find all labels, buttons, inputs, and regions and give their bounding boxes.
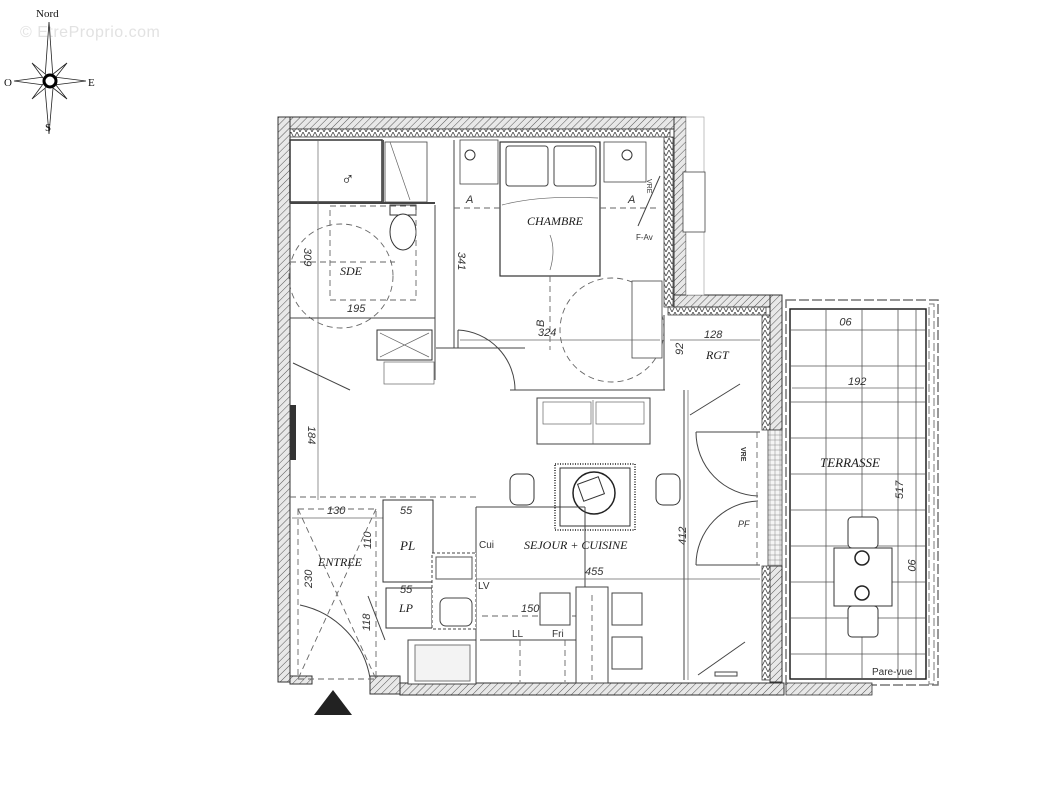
entrance-arrow-icon xyxy=(314,690,352,715)
room-label-sde: SDE xyxy=(340,264,363,278)
dim-sde-width: 195 xyxy=(347,303,366,315)
dim-entree-height: 230 xyxy=(303,569,315,589)
dim-pl-width: 55 xyxy=(400,505,413,517)
dim-chambre-height: 341 xyxy=(455,252,467,270)
dim-terrasse-height: 517 xyxy=(894,480,906,499)
dim-terrasse-top: 90 xyxy=(839,315,852,327)
compass-south-label: S xyxy=(45,122,51,134)
annotation-vre-sejour: VRE xyxy=(739,447,746,462)
annotation-cui: Cui xyxy=(479,540,494,551)
room-label-chambre: CHAMBRE xyxy=(527,214,584,228)
compass-west-label: O xyxy=(4,77,12,89)
room-label-lp: LP xyxy=(398,601,414,615)
compass-rose: Nord O E S xyxy=(4,8,95,135)
annotation-pf: PF xyxy=(738,519,750,529)
room-rgt: RGT 128 92 xyxy=(663,315,760,680)
annotation-ll: LL xyxy=(512,629,524,640)
room-entree: ENTREE PL LP 130 230 55 110 55 118 xyxy=(290,496,477,685)
shower-icon: ♂ xyxy=(341,169,355,189)
dim-entree-width: 130 xyxy=(327,505,346,517)
dim-sde-height: 309 xyxy=(301,248,313,266)
bed-icon xyxy=(499,141,601,277)
exterior-walls xyxy=(277,116,785,696)
dim-chambre-width: 324 xyxy=(538,327,556,339)
dim-terrasse-side: 90 xyxy=(905,559,917,572)
dim-lp-height: 118 xyxy=(361,613,373,631)
room-label-pl: PL xyxy=(399,538,415,553)
compass-east-label: E xyxy=(88,77,95,89)
room-sde: ♂ SDE 195 309 xyxy=(288,139,436,500)
dim-terrasse-width: 192 xyxy=(848,376,866,388)
terrace-table-icon xyxy=(833,516,893,638)
compass-north-label: Nord xyxy=(36,8,59,20)
annotation-f-av: F-Av xyxy=(636,233,653,242)
room-label-terrasse: TERRASSE xyxy=(820,455,880,470)
room-label-rgt: RGT xyxy=(705,348,730,362)
dim-lp-width: 55 xyxy=(400,584,413,596)
toilet-icon xyxy=(389,204,417,251)
dining-table-icon xyxy=(539,586,643,684)
room-sejour-cuisine: SEJOUR + CUISINE 455 412 150 Cui LV LL F… xyxy=(448,390,760,684)
dim-pl-height: 110 xyxy=(362,531,374,549)
hall: 184 xyxy=(290,405,317,460)
annotation-a-left: A xyxy=(465,194,473,206)
annotation-b: B xyxy=(535,320,547,327)
room-label-sejour: SEJOUR + CUISINE xyxy=(524,538,628,552)
terrace: TERRASSE 192 90 517 90 Pare-vue xyxy=(785,299,939,696)
annotation-fri: Fri xyxy=(552,629,564,640)
dim-rgt-height: 92 xyxy=(674,343,686,355)
annotation-lv: LV xyxy=(478,581,490,592)
room-chambre: CHAMBRE A A B 324 341 F-Av VRE xyxy=(436,139,706,391)
annotation-vre-chambre: VRE xyxy=(645,179,652,194)
room-label-entree: ENTREE xyxy=(317,555,363,569)
dim-hall-height: 184 xyxy=(305,426,317,444)
dim-sejour-height: 412 xyxy=(677,527,689,545)
sofa-icon xyxy=(536,397,651,445)
dim-rgt-width: 128 xyxy=(704,329,723,341)
dim-sejour-width: 455 xyxy=(585,566,604,578)
annotation-pare-vue: Pare-vue xyxy=(872,667,913,678)
rug-table-icon xyxy=(554,463,636,531)
annotation-a-right: A xyxy=(627,194,635,206)
watermark: © EtreProprio.com xyxy=(20,24,161,41)
dim-kitchen-width: 150 xyxy=(521,603,540,615)
